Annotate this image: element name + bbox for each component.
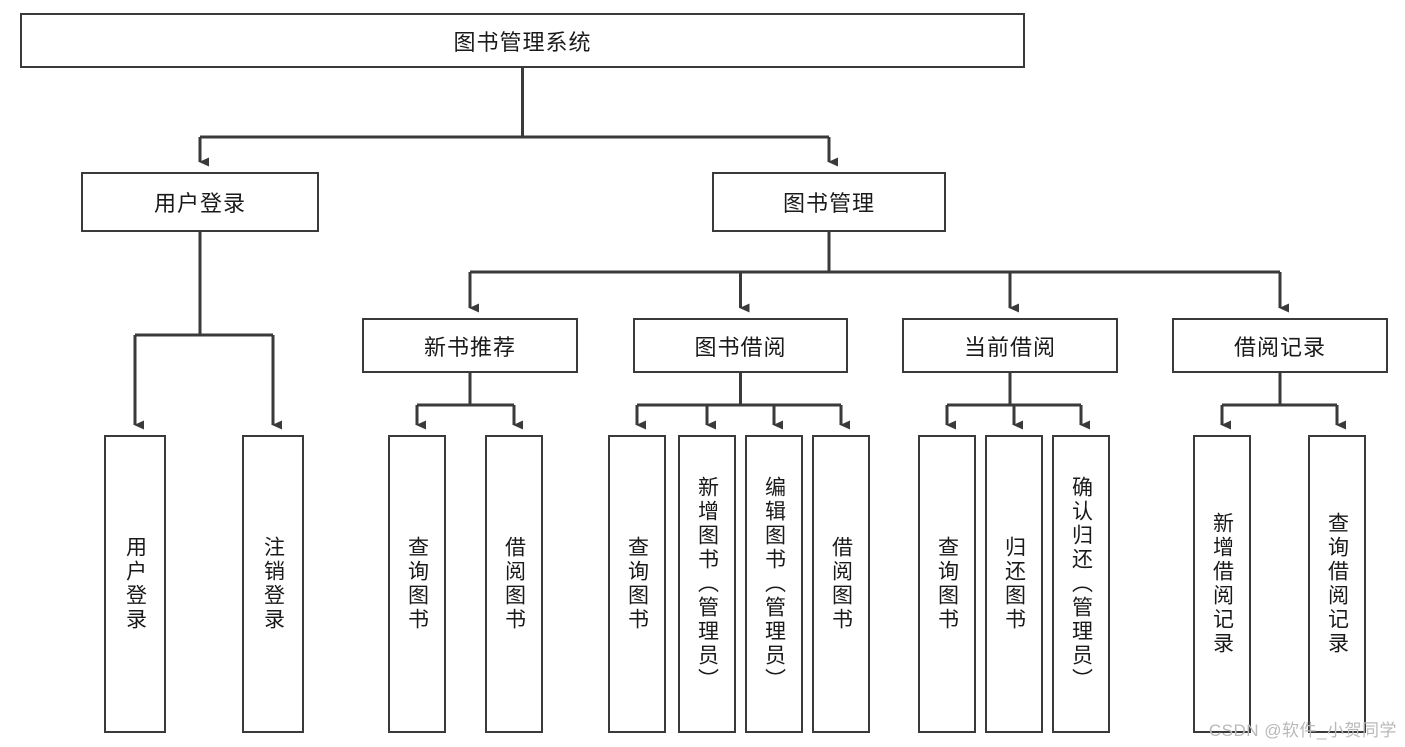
node-leaf-query-book-3[interactable]: 查询图书 [918,435,976,733]
node-leaf-add-record[interactable]: 新增借阅记录 [1193,435,1251,733]
node-label: 确认归还（管理员） [1069,476,1093,692]
node-label: 借阅图书 [829,536,853,632]
node-label: 当前借阅 [963,334,1056,360]
node-user-login[interactable]: 用户登录 [81,172,319,232]
node-leaf-query-record[interactable]: 查询借阅记录 [1308,435,1366,733]
node-label: 图书管理 [782,191,875,216]
node-leaf-user-logout[interactable]: 注销登录 [242,435,304,733]
node-leaf-return-book[interactable]: 归还图书 [985,435,1043,733]
node-label: 用户登录 [123,536,147,632]
node-leaf-edit-book[interactable]: 编辑图书（管理员） [745,435,803,733]
node-label: 查询图书 [935,536,959,632]
node-leaf-confirm-return[interactable]: 确认归还（管理员） [1052,435,1110,733]
node-label: 查询图书 [625,536,649,632]
node-label: 归还图书 [1002,536,1026,632]
node-leaf-query-book-1[interactable]: 查询图书 [388,435,446,733]
node-label: 新增借阅记录 [1210,512,1234,656]
node-label: 借阅图书 [502,536,526,632]
node-leaf-borrow-book-2[interactable]: 借阅图书 [812,435,870,733]
node-borrow-record[interactable]: 借阅记录 [1172,318,1388,373]
node-current-borrow[interactable]: 当前借阅 [902,318,1118,373]
node-label: 编辑图书（管理员） [762,476,786,692]
node-root-system[interactable]: 图书管理系统 [20,13,1025,68]
node-label: 新增图书（管理员） [695,476,719,692]
node-label: 借阅记录 [1233,334,1326,360]
node-label: 图书管理系统 [453,29,592,55]
node-leaf-add-book[interactable]: 新增图书（管理员） [678,435,736,733]
watermark: CSDN @软件_小贺同学 [1208,721,1397,740]
node-label: 用户登录 [153,191,246,216]
node-leaf-user-login[interactable]: 用户登录 [104,435,166,733]
node-label: 查询借阅记录 [1325,512,1349,656]
node-leaf-query-book-2[interactable]: 查询图书 [608,435,666,733]
node-label: 图书借阅 [694,334,787,360]
node-label: 查询图书 [405,536,429,632]
node-label: 新书推荐 [423,334,516,360]
node-leaf-borrow-book-1[interactable]: 借阅图书 [485,435,543,733]
node-book-borrow[interactable]: 图书借阅 [633,318,848,373]
node-book-manage[interactable]: 图书管理 [712,172,946,232]
node-label: 注销登录 [261,536,285,632]
node-new-book-recommend[interactable]: 新书推荐 [362,318,578,373]
